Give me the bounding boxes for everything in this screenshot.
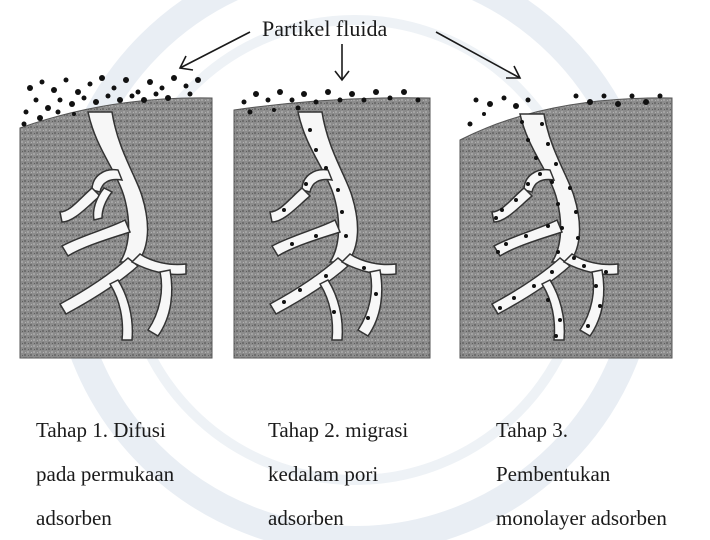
- stage-3-caption: Tahap 3. Pembentukan monolayer adsorben: [496, 408, 667, 540]
- caption-line: Tahap 1. Difusi: [36, 408, 174, 452]
- stage-2-caption: Tahap 2. migrasi kedalam pori adsorben: [268, 408, 408, 540]
- caption-line: Pembentukan: [496, 452, 667, 496]
- caption-line: pada permukaan: [36, 452, 174, 496]
- caption-line: monolayer adsorben: [496, 496, 667, 540]
- arrow-right: [436, 32, 520, 78]
- fluid-particle-label: Partikel fluida: [262, 16, 387, 41]
- stage-1-caption: Tahap 1. Difusi pada permukaan adsorben: [36, 408, 174, 540]
- stage-2-panel: [234, 89, 430, 358]
- caption-line: Tahap 2. migrasi: [268, 408, 408, 452]
- caption-line: Tahap 3.: [496, 408, 667, 452]
- caption-line: adsorben: [36, 496, 174, 540]
- stage-1-panel: [20, 75, 212, 358]
- caption-line: kedalam pori: [268, 452, 408, 496]
- arrow-left: [180, 32, 250, 68]
- caption-line: adsorben: [268, 496, 408, 540]
- stage-3-panel: [460, 94, 672, 359]
